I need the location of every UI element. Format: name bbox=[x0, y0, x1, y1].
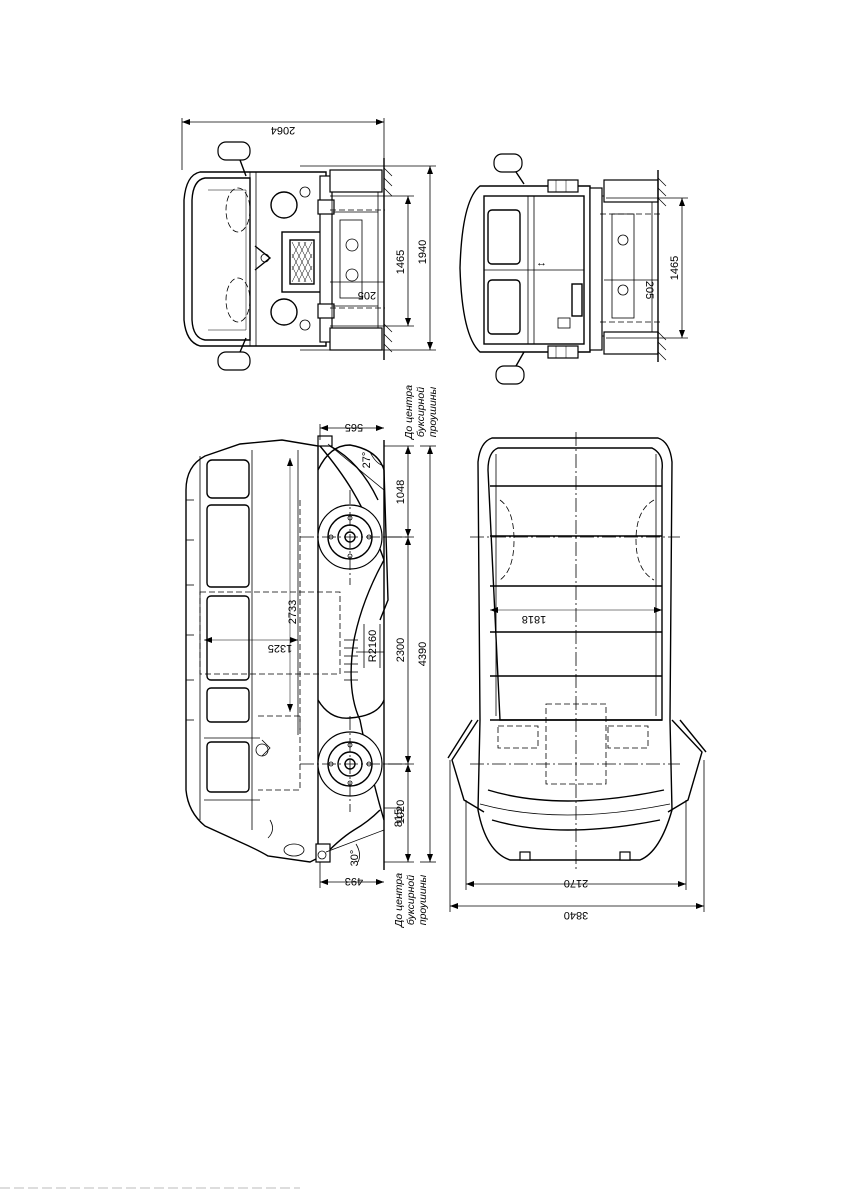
side-view: 2733 1325 bbox=[186, 385, 439, 928]
dim-overall-length: 4390 bbox=[417, 642, 429, 666]
dim-rear-overhang: 565 bbox=[345, 421, 363, 433]
tow-note-bottom-line-2: буксирной bbox=[405, 875, 417, 925]
dim-departure-angle: 27° bbox=[361, 452, 373, 469]
dim-rear-track: 1465 bbox=[669, 256, 681, 280]
svg-text:↔: ↔ bbox=[536, 257, 547, 269]
dim-front-track: 1465 bbox=[395, 250, 407, 274]
top-view: 1818 2170 3840 bbox=[448, 432, 706, 921]
dim-wheelbase: 2300 bbox=[395, 638, 407, 662]
dim-front-small: 815 bbox=[393, 809, 405, 827]
dim-cargo-length: 2733 bbox=[287, 600, 299, 624]
tow-note-top-line-1: До центра bbox=[403, 385, 415, 440]
rear-view: ↔ 205 1465 bbox=[460, 154, 688, 384]
dim-front-clearance: 205 bbox=[358, 289, 376, 301]
dim-rear-clearance: 205 bbox=[643, 281, 655, 299]
dim-turn-radius: R2160 bbox=[367, 630, 379, 662]
dim-front-overall-width: 2064 bbox=[271, 124, 295, 136]
dim-front-height: 1940 bbox=[417, 240, 429, 264]
tow-note-bottom-line-1: До центра bbox=[393, 873, 405, 928]
dim-doors-open-width: 3840 bbox=[564, 909, 588, 921]
tow-note-top-line-2: буксирной bbox=[415, 387, 427, 437]
dim-rear-wheel-height: 1048 bbox=[395, 480, 407, 504]
front-view: 2064 bbox=[182, 118, 436, 370]
tow-note-top-line-3: проушины bbox=[427, 387, 439, 438]
dim-front-overhang: 493 bbox=[345, 875, 363, 887]
dim-roof-width: 1818 bbox=[522, 613, 546, 625]
dim-cargo-height: 1325 bbox=[268, 642, 292, 654]
tow-note-bottom-line-3: проушины bbox=[417, 875, 429, 926]
dim-approach-angle: 30° bbox=[349, 850, 361, 867]
dim-body-width: 2170 bbox=[564, 877, 588, 889]
